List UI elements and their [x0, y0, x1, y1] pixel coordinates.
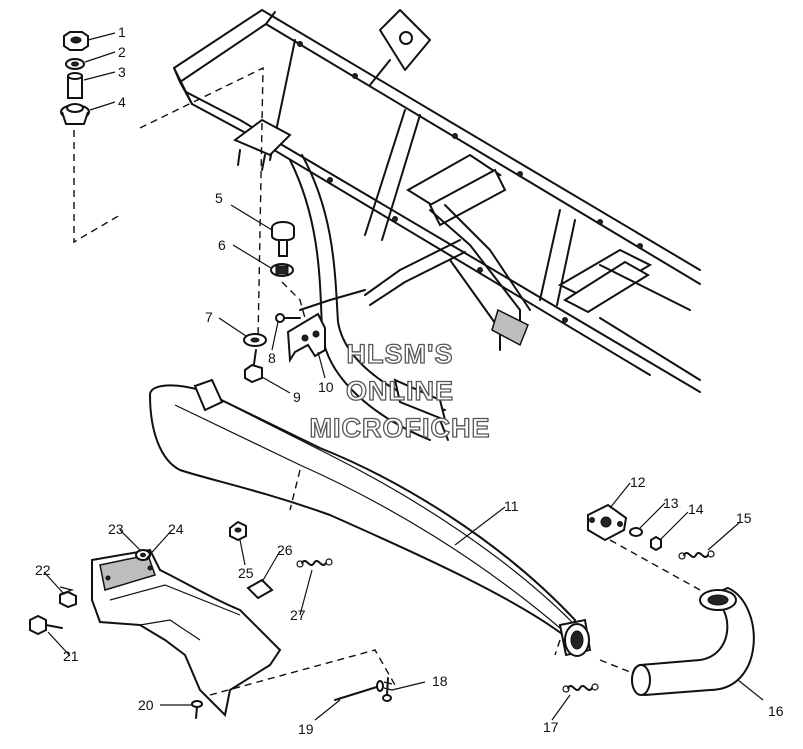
callout-11: 11	[504, 498, 519, 514]
callout-27: 27	[290, 607, 306, 623]
callout-10: 10	[318, 379, 334, 395]
rivet-icon	[334, 680, 384, 701]
callout-14: 14	[688, 501, 704, 517]
washer-icon	[243, 333, 267, 347]
watermark: HLSM'S ONLINE MICROFICHE	[309, 338, 491, 443]
nut-icon	[63, 31, 89, 51]
callout-numbers: 1 2 3 4 5 6 7 8 9 10 11 12 13 14 15 16 1…	[35, 24, 784, 737]
spring-icon	[296, 558, 333, 568]
callout-8: 8	[268, 350, 276, 366]
washer-icon	[270, 263, 294, 277]
callout-9: 9	[293, 389, 301, 405]
callout-26: 26	[277, 542, 293, 558]
callout-1: 1	[118, 24, 126, 40]
watermark-line-2: ONLINE	[346, 376, 454, 406]
clip-icon	[246, 578, 274, 600]
callout-20: 20	[138, 697, 154, 713]
washer-icon	[629, 527, 643, 537]
washer-icon	[65, 58, 85, 70]
callout-6: 6	[218, 237, 226, 253]
mount-hardware-stack	[60, 31, 264, 341]
callout-23: 23	[108, 521, 124, 537]
callout-16: 16	[768, 703, 784, 719]
callout-24: 24	[168, 521, 184, 537]
bolt-icon	[59, 586, 77, 609]
callout-5: 5	[215, 190, 223, 206]
exhaust-pipe-icon	[599, 539, 755, 697]
flange-hardware	[587, 503, 715, 560]
callout-25: 25	[238, 565, 254, 581]
watermark-line-3: MICROFICHE	[310, 413, 491, 443]
callout-18: 18	[432, 673, 448, 689]
callout-4: 4	[118, 94, 126, 110]
washer-icon	[135, 549, 151, 561]
grommet-icon	[60, 103, 90, 125]
heat-shield-icon	[91, 548, 396, 718]
flange-icon	[587, 503, 628, 542]
callout-3: 3	[118, 64, 126, 80]
rivet-icon	[191, 700, 203, 719]
screw-icon	[275, 313, 301, 323]
bolt-icon	[271, 221, 295, 257]
callout-19: 19	[298, 721, 314, 737]
callout-2: 2	[118, 44, 126, 60]
callout-21: 21	[63, 648, 79, 664]
callout-12: 12	[630, 474, 646, 490]
muffler-icon	[148, 378, 592, 657]
lower-hardware	[29, 520, 599, 719]
bracket-hardware	[243, 221, 326, 384]
callout-7: 7	[205, 309, 213, 325]
callout-17: 17	[543, 719, 559, 735]
callout-22: 22	[35, 562, 51, 578]
bolt-icon	[29, 614, 63, 636]
bracket-icon	[286, 312, 326, 364]
callout-13: 13	[663, 495, 679, 511]
bolt-icon	[244, 349, 263, 384]
frame-assembly	[173, 9, 701, 441]
spacer-icon	[67, 72, 83, 99]
watermark-line-1: HLSM'S	[347, 339, 454, 369]
callout-15: 15	[736, 510, 752, 526]
spring-icon	[678, 550, 715, 560]
spring-icon	[562, 683, 599, 693]
nut-icon	[650, 535, 662, 552]
screw-icon	[382, 677, 393, 702]
leader-lines	[43, 32, 764, 721]
nut-icon	[229, 520, 247, 542]
